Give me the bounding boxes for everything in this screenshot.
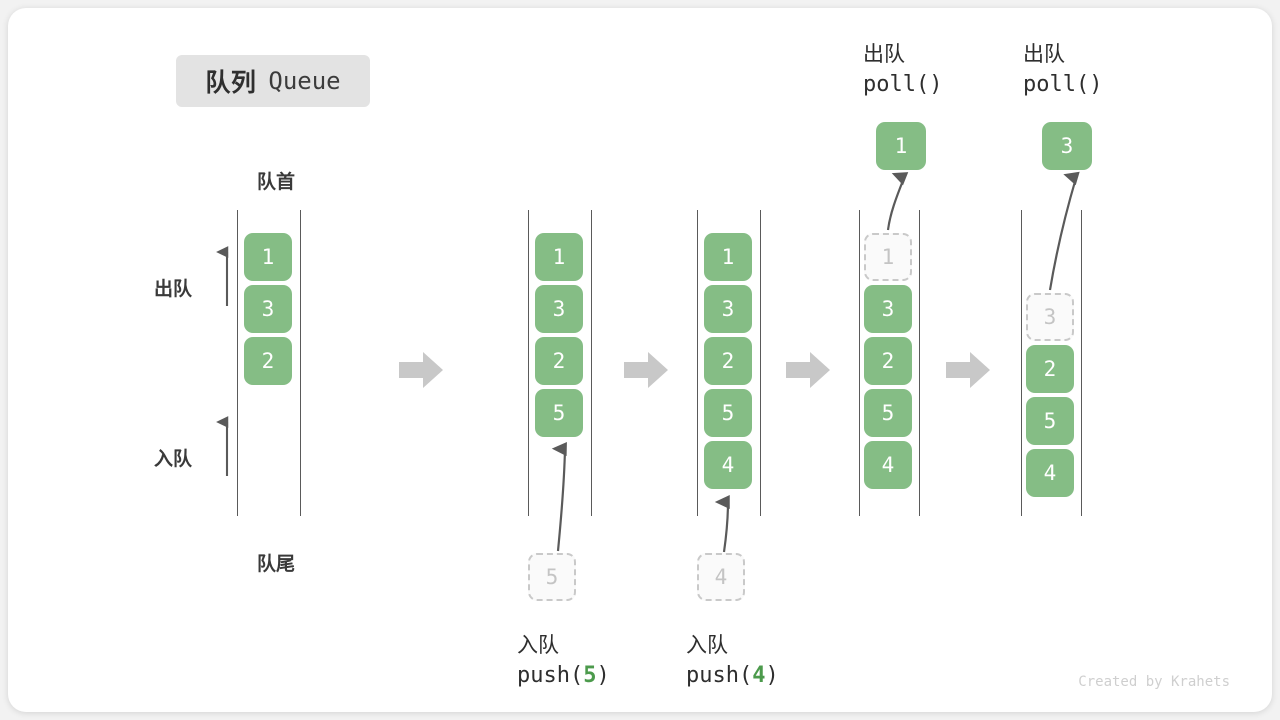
queue-cell: 4	[864, 441, 912, 489]
queue-cell: 2	[864, 337, 912, 385]
rail-right	[300, 210, 301, 516]
title-en: Queue	[268, 67, 341, 95]
enqueue-direction-arrow-icon	[216, 416, 229, 476]
op-code-arg: 5	[583, 663, 597, 688]
rail-left	[1021, 210, 1022, 516]
rail-left	[528, 210, 529, 516]
dequeue-direction-arrow-icon	[216, 246, 229, 306]
op-label-cn: 出队	[863, 43, 905, 66]
op-code-prefix: poll(	[863, 72, 930, 97]
queue-cell: 2	[244, 337, 292, 385]
queue-rear-label: 队尾	[256, 554, 295, 575]
step-arrow-icon	[786, 352, 830, 388]
op-code-arg: 4	[752, 663, 766, 688]
enqueue-push-arrow-icon	[551, 442, 567, 552]
popped-cell: 3	[1042, 122, 1092, 170]
op-code-prefix: push(	[517, 663, 584, 688]
popped-cell: 1	[876, 122, 926, 170]
rail-left	[237, 210, 238, 516]
incoming-ghost-cell: 4	[697, 553, 745, 601]
op-code-suffix: )	[929, 72, 943, 97]
rail-right	[760, 210, 761, 516]
step-arrow-icon	[624, 352, 668, 388]
diagram-title-badge: 队列 Queue	[176, 55, 370, 107]
op-code-suffix: )	[596, 663, 610, 688]
queue-cell: 5	[704, 389, 752, 437]
queue-cell: 5	[864, 389, 912, 437]
op-label-cn: 入队	[517, 634, 559, 657]
op-code-prefix: push(	[686, 663, 753, 688]
rail-right	[591, 210, 592, 516]
step-arrow-icon	[946, 352, 990, 388]
enqueue-push-arrow-icon	[714, 494, 730, 553]
op-label-code: push(5)	[495, 663, 653, 688]
incoming-ghost-cell: 5	[528, 553, 576, 601]
queue-cell: 3	[535, 285, 583, 333]
queue-cell-new: 4	[704, 441, 752, 489]
queue-cell-new: 5	[535, 389, 583, 437]
op-label-cn: 入队	[686, 634, 728, 657]
op-code-suffix: )	[765, 663, 779, 688]
queue-cell: 3	[704, 285, 752, 333]
rail-left	[859, 210, 860, 516]
side-label-enqueue: 入队	[154, 449, 193, 470]
rail-right	[919, 210, 920, 516]
queue-cell: 2	[704, 337, 752, 385]
queue-cell: 3	[244, 285, 292, 333]
step-arrow-icon	[399, 352, 443, 388]
op-label-code: poll()	[831, 72, 989, 97]
side-label-dequeue: 出队	[154, 279, 193, 300]
watermark-credit: Created by Krahets	[1078, 674, 1230, 690]
queue-cell: 5	[1026, 397, 1074, 445]
queue-cell: 3	[864, 285, 912, 333]
queue-cell: 2	[1026, 345, 1074, 393]
dequeue-poll-arrow-icon	[1048, 171, 1080, 291]
queue-cell: 1	[704, 233, 752, 281]
outgoing-ghost-cell: 3	[1026, 293, 1074, 341]
queue-cell: 4	[1026, 449, 1074, 497]
op-label-code: poll()	[991, 72, 1149, 97]
diagram-card: 队列 Queue 队首 队尾 出队 入队 1 3 2 1 3 2 5	[8, 8, 1272, 712]
queue-cell: 1	[244, 233, 292, 281]
rail-left	[697, 210, 698, 516]
op-label-cn: 出队	[1023, 43, 1065, 66]
dequeue-poll-arrow-icon	[886, 172, 909, 231]
op-code-suffix: )	[1089, 72, 1103, 97]
queue-cell: 1	[535, 233, 583, 281]
title-cn: 队列	[205, 69, 257, 97]
outgoing-ghost-cell: 1	[864, 233, 912, 281]
queue-front-label: 队首	[256, 172, 295, 193]
op-code-prefix: poll(	[1023, 72, 1090, 97]
op-label-code: push(4)	[664, 663, 822, 688]
queue-cell: 2	[535, 337, 583, 385]
rail-right	[1081, 210, 1082, 516]
